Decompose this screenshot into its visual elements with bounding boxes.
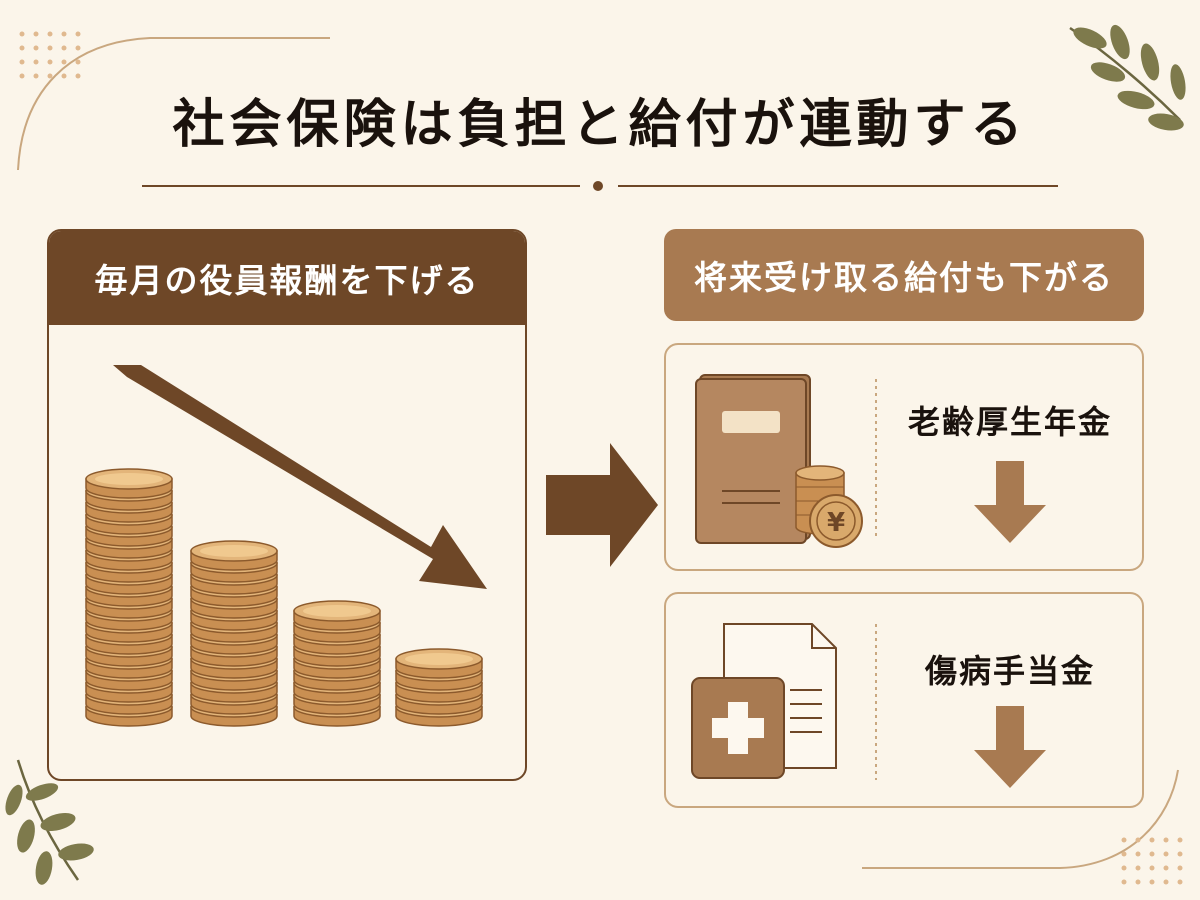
left-panel-header: 毎月の役員報酬を下げる: [49, 231, 525, 325]
coin-stacks-illustration: [85, 365, 487, 727]
card-sickness-allowance: 傷病手当金: [664, 592, 1144, 808]
card-pension: ¥ 老齢厚生年金: [664, 343, 1144, 571]
title-divider: [142, 181, 1058, 191]
pension-book-yen-icon: ¥: [695, 374, 1046, 548]
coin-stack-4: [395, 648, 483, 727]
decrease-arrow-icon: [113, 365, 487, 589]
page-title: 社会保険は負担と給付が連動する: [172, 95, 1028, 155]
right-arrow-icon: [546, 443, 658, 567]
medical-document-icon: [691, 623, 1046, 788]
coin-stack-1: [85, 468, 173, 727]
left-panel: 毎月の役員報酬を下げる: [47, 229, 527, 781]
leaf-branch-top-right: [1069, 24, 1186, 131]
coin-stack-3: [293, 600, 381, 727]
coin-stack-2: [190, 540, 278, 727]
down-arrow-icon: [974, 706, 1046, 788]
sickness-allowance-label: 傷病手当金: [924, 652, 1095, 690]
dot-grid-bottom-right: [1121, 837, 1183, 885]
right-panel-header: 将来受け取る給付も下がる: [664, 229, 1144, 321]
pension-label: 老齢厚生年金: [907, 403, 1112, 441]
yen-symbol: ¥: [827, 508, 845, 538]
swoosh-top-left: [17, 37, 330, 171]
leaf-branch-bottom-left: [5, 759, 94, 885]
down-arrow-icon: [974, 461, 1046, 543]
dot-grid-top-left: [19, 31, 81, 79]
